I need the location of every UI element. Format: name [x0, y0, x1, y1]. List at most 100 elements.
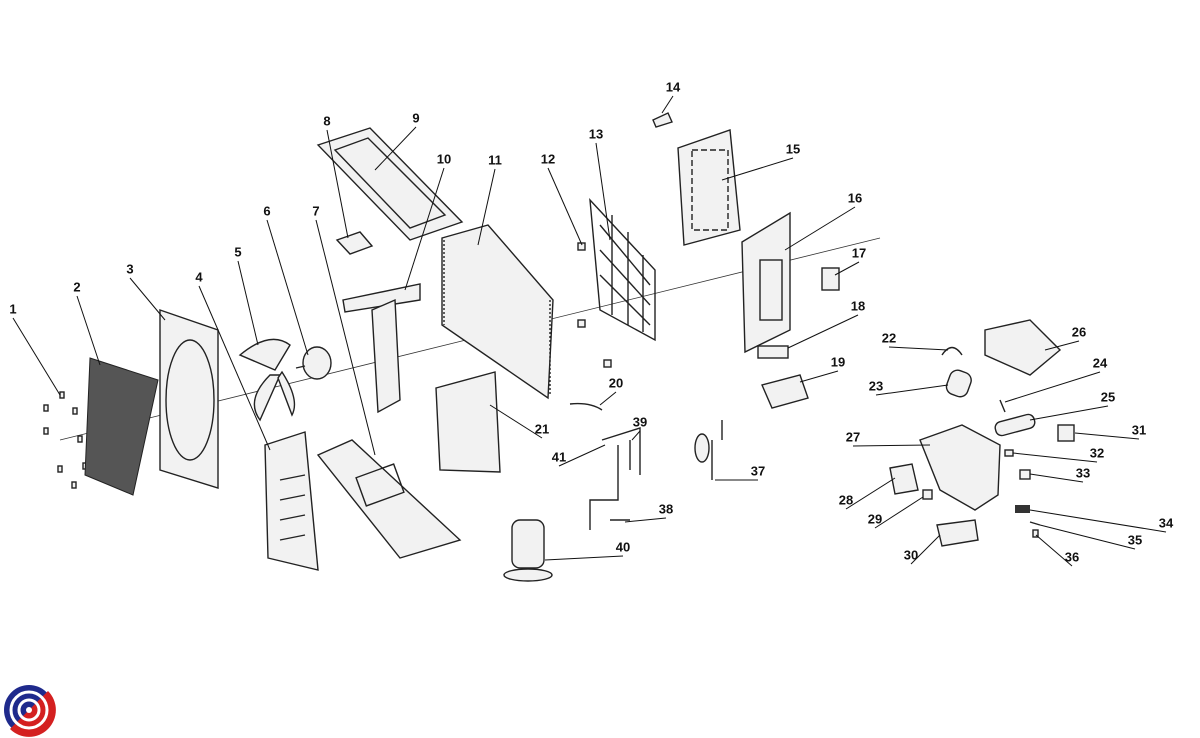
leader-line-21 [489, 404, 543, 439]
part-label-17: 17 [852, 245, 866, 260]
leader-line-9 [374, 126, 417, 171]
part-label-7: 7 [312, 203, 319, 218]
part-label-16: 16 [848, 190, 862, 205]
sensor [1029, 521, 1041, 526]
leader-line-38 [624, 517, 667, 523]
right-side-grille [677, 129, 741, 246]
part-label-14: 14 [666, 79, 681, 94]
part-label-33: 33 [1076, 465, 1090, 480]
part-label-26: 26 [1072, 324, 1086, 339]
leader-line-24 [1004, 371, 1101, 403]
part-label-19: 19 [831, 354, 845, 369]
leader-line-15 [721, 157, 794, 181]
grille [84, 357, 159, 496]
leader-line-22 [888, 346, 949, 351]
front-panel [159, 309, 219, 489]
part-label-32: 32 [1090, 445, 1104, 460]
part-label-30: 30 [904, 547, 918, 562]
leader-line-2 [76, 295, 101, 366]
part-label-6: 6 [263, 203, 270, 218]
handle [335, 231, 374, 255]
part-label-35: 35 [1128, 532, 1142, 547]
part-label-18: 18 [851, 298, 865, 313]
part-label-2: 2 [73, 279, 80, 294]
piping [589, 427, 641, 530]
sensor-holder [1032, 529, 1039, 538]
rear-grille [589, 198, 656, 342]
valve-cover [821, 267, 840, 291]
leader-line-14 [661, 95, 674, 114]
part-label-9: 9 [412, 110, 419, 125]
brand-logo [4, 685, 56, 737]
part-label-38: 38 [659, 501, 673, 516]
leader-line-6 [266, 219, 309, 356]
leader-line-3 [129, 277, 166, 321]
fan-motor [295, 346, 332, 380]
leader-line-35 [1039, 524, 1136, 550]
partition-plate [435, 371, 501, 473]
part-label-5: 5 [234, 244, 241, 259]
part-label-31: 31 [1132, 422, 1146, 437]
compressor [503, 519, 553, 582]
part-label-10: 10 [437, 151, 451, 166]
part-label-22: 22 [882, 330, 896, 345]
leader-line-33 [1029, 473, 1084, 483]
part-label-13: 13 [589, 126, 603, 141]
part-label-41: 41 [552, 449, 566, 464]
leader-line-13 [595, 142, 611, 241]
leader-line-4 [198, 285, 271, 451]
leader-line-18 [787, 314, 859, 349]
part-label-37: 37 [751, 463, 765, 478]
capacitor [945, 369, 972, 398]
box-cover [936, 519, 979, 547]
leader-line-29 [874, 496, 924, 529]
four-way-valve [694, 420, 723, 480]
handle-cover [761, 374, 809, 409]
leader-line-39 [631, 430, 641, 441]
terminal-block [757, 345, 789, 359]
leader-line-1 [12, 317, 61, 396]
wire [569, 402, 603, 411]
contactor [1057, 424, 1075, 442]
terminal-strip [1015, 505, 1030, 513]
leader-line-10 [404, 167, 445, 291]
leader-lines [12, 95, 1167, 567]
leader-line-36 [1035, 534, 1073, 567]
part-label-39: 39 [633, 414, 647, 429]
leader-line-26 [1044, 340, 1080, 351]
part-label-36: 36 [1065, 549, 1079, 564]
leader-line-34 [1029, 509, 1167, 533]
leader-line-28 [845, 477, 896, 510]
leader-line-23 [875, 384, 949, 396]
leader-line-16 [784, 206, 856, 251]
leader-line-5 [237, 260, 259, 346]
condenser-coil [441, 224, 554, 400]
part-label-23: 23 [869, 378, 883, 393]
leader-line-30 [910, 534, 941, 565]
leader-line-25 [1029, 405, 1109, 421]
control-board [889, 463, 919, 495]
part-label-8: 8 [323, 113, 330, 128]
part-label-25: 25 [1101, 389, 1115, 404]
part-label-4: 4 [195, 269, 203, 284]
top-cover [316, 127, 464, 241]
leader-line-12 [547, 167, 583, 246]
part-shapes [43, 112, 1075, 582]
right-side-panel [741, 211, 791, 354]
leader-line-7 [315, 219, 376, 456]
motor-bracket [342, 283, 421, 414]
leader-line-11 [477, 168, 496, 246]
leader-line-17 [834, 261, 860, 276]
part-label-28: 28 [839, 492, 853, 507]
leader-line-19 [799, 370, 839, 383]
part-label-11: 11 [488, 152, 502, 167]
leader-line-41 [558, 444, 606, 467]
leader-line-27 [852, 444, 931, 447]
fan-capacitor [994, 413, 1036, 437]
part-label-3: 3 [126, 261, 133, 276]
part-label-29: 29 [868, 511, 882, 526]
part-label-12: 12 [541, 151, 555, 166]
cover-clip [652, 112, 673, 128]
leader-line-31 [1074, 432, 1140, 440]
